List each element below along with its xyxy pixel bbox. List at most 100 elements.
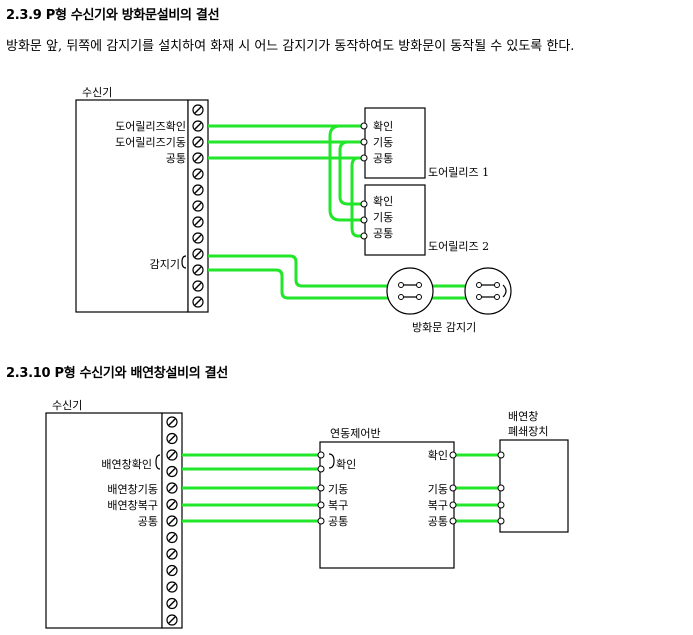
terminal-screw — [192, 168, 204, 180]
release1-label-confirm: 확인 — [373, 120, 393, 133]
detector1-contacts — [398, 282, 422, 300]
terminal-screw — [166, 416, 178, 428]
terminal-screw — [192, 104, 204, 116]
closer-terminal-reset — [497, 501, 505, 509]
closer-terminal-confirm — [497, 451, 505, 459]
door-release-2-name: 도어릴리즈 2 — [428, 240, 489, 253]
terminal-screw — [192, 280, 204, 292]
control-right-label-start: 기동 — [428, 483, 448, 496]
wire-loop-confirm — [338, 140, 363, 206]
door-release-1-name: 도어릴리즈 1 — [428, 166, 489, 179]
control-right-label-confirm: 확인 — [428, 449, 448, 462]
receiver2-title: 수신기 — [52, 399, 82, 412]
receiver1-label-release-start: 도어릴리즈기동 — [115, 136, 186, 149]
terminal-screw — [166, 465, 178, 478]
release1-label-common: 공통 — [373, 152, 393, 165]
control-out-terminal-start — [449, 484, 457, 492]
control-left-label-reset: 복구 — [328, 499, 348, 512]
control-terminal-start — [317, 484, 325, 492]
control-terminal-common — [317, 517, 325, 525]
vent-confirm-brace — [155, 454, 161, 470]
release2-label-common: 공통 — [373, 227, 393, 240]
receiver1-label-detector: 감지기 — [150, 258, 180, 271]
fire-door-detector-2 — [464, 267, 512, 315]
end-resistor — [502, 284, 507, 298]
release1-terminal-confirm — [360, 122, 368, 130]
terminal-screw — [192, 184, 204, 196]
control-left-label-common: 공통 — [328, 515, 348, 528]
terminal-screw — [166, 482, 178, 494]
control-panel-title: 연동제어반 — [330, 427, 381, 440]
terminal-screw — [166, 432, 178, 445]
control-right-label-reset: 복구 — [428, 499, 448, 512]
door-diagram: 수신기 도어릴리즈확인 도어릴리즈기동 공통 감지기 확인 기동 공통 도어릴리… — [75, 86, 512, 334]
receiver2-label-vent-start: 배연창기동 — [107, 483, 158, 496]
terminal-screw — [166, 548, 178, 560]
receiver1-label-release-confirm: 도어릴리즈확인 — [115, 120, 186, 133]
terminal-screw — [192, 216, 204, 228]
control-terminal-confirm-2 — [317, 465, 325, 473]
section2-title: 2.3.10 P형 수신기와 배연창설비의 결선 — [6, 366, 228, 381]
release1-terminal-common — [360, 154, 368, 162]
receiver2-label-common: 공통 — [138, 515, 158, 528]
fire-door-detector-1 — [386, 267, 434, 315]
terminal-screw — [192, 200, 204, 212]
receiver2-box — [45, 412, 163, 629]
release2-terminal-start — [360, 216, 368, 224]
vent-diagram: 수신기 배연창확인 배연창기동 배연창복구 공통 연동제어반 확인 기동 복구 … — [45, 399, 569, 629]
closer-terminal-common — [497, 517, 505, 525]
control-left-label-confirm: 확인 — [336, 458, 356, 471]
terminal-screw — [192, 136, 204, 148]
vent-device-title-1: 배연창 — [508, 410, 538, 423]
terminal-screw — [166, 564, 178, 577]
release1-terminal-start — [360, 138, 368, 146]
terminal-screw — [166, 449, 178, 461]
terminal-screw — [192, 232, 204, 244]
detector-caption: 방화문 감지기 — [412, 321, 476, 334]
wire-loop-common — [350, 156, 363, 238]
control-out-terminal-reset — [449, 501, 457, 509]
control-out-terminal-confirm — [449, 451, 457, 459]
vent-device-title-2: 폐쇄장치 — [508, 425, 548, 438]
control-out-terminal-common — [449, 517, 457, 525]
terminal-screw — [192, 296, 204, 308]
vent-closer-box — [499, 439, 569, 533]
receiver2-label-vent-confirm: 배연창확인 — [101, 458, 152, 471]
receiver1-title: 수신기 — [82, 86, 112, 99]
terminal-screw — [192, 152, 204, 164]
control-terminal-confirm-1 — [317, 451, 325, 459]
detector2-contacts — [476, 282, 507, 300]
wire-detector-a — [208, 254, 490, 288]
receiver1-terminals — [192, 104, 204, 308]
door-release-2-box — [364, 184, 426, 256]
receiver1-box — [75, 99, 189, 313]
control-left-label-start: 기동 — [328, 483, 348, 496]
terminal-screw — [192, 264, 204, 276]
terminal-screw — [166, 498, 178, 511]
section1-title: 2.3.9 P형 수신기와 방화문설비의 결선 — [6, 8, 220, 23]
release1-label-start: 기동 — [373, 136, 393, 149]
terminal-screw — [166, 597, 178, 610]
release2-terminal-confirm — [360, 200, 368, 208]
detector-brace — [181, 255, 187, 269]
wire-detector-b — [208, 268, 490, 300]
terminal-screw — [166, 531, 178, 544]
wire-loop-start — [328, 124, 363, 222]
terminal-screw — [192, 120, 204, 132]
terminal-screw — [166, 614, 178, 626]
receiver2-label-vent-reset: 배연창복구 — [107, 499, 158, 512]
release2-terminal-common — [360, 232, 368, 240]
release2-label-confirm: 확인 — [373, 195, 393, 208]
closer-terminal-start — [497, 484, 505, 492]
terminal-screw — [192, 248, 204, 260]
control-terminal-reset — [317, 501, 325, 509]
terminal-screw — [166, 581, 178, 593]
receiver2-terminals — [166, 416, 178, 626]
control-panel-box — [319, 441, 455, 569]
receiver1-label-common: 공통 — [166, 152, 186, 165]
section1-intro: 방화문 앞, 뒤쪽에 감지기를 설치하여 화재 시 어느 감지기가 동작하여도 … — [6, 39, 575, 54]
door-release-1-box — [364, 107, 426, 179]
control-right-label-common: 공통 — [428, 515, 448, 528]
control-confirm-brace — [328, 453, 335, 469]
